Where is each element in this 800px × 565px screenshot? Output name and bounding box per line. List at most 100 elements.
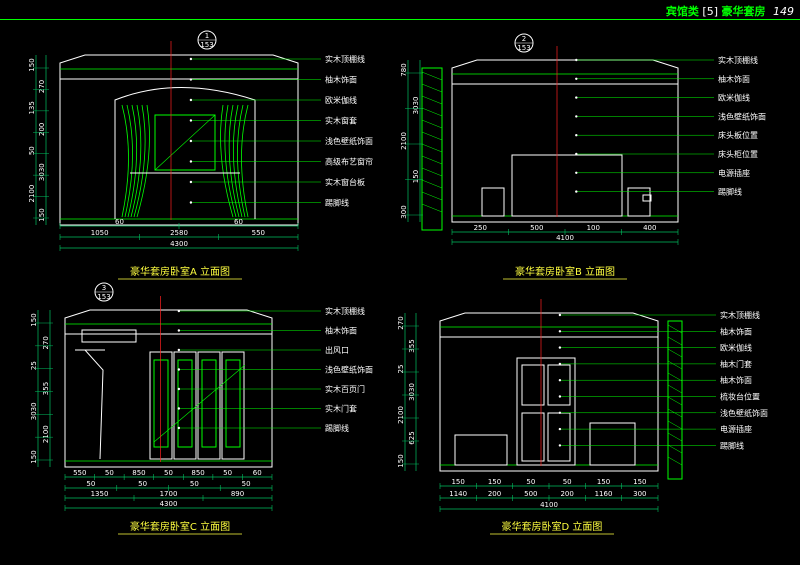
elevation-caption: 豪华套房卧室D 立面图: [502, 520, 603, 533]
note-label: 出风口: [325, 345, 349, 355]
door-panel: [547, 412, 571, 462]
note-label: 电源插座: [720, 424, 752, 434]
column-hatch: [667, 420, 683, 430]
louver-door-leaf: [221, 351, 245, 460]
elevation-c: 3153实木顶棚线柚木饰面出风口浅色壁纸饰面实木百页门实木门套踢脚线150270…: [30, 282, 373, 535]
note-label: 实木顶棚线: [720, 310, 760, 320]
note-label: 实木百页门: [325, 384, 365, 394]
vertical-dim-value: 3030: [38, 163, 46, 181]
note-label: 高级布艺窗帘: [325, 157, 373, 167]
horizontal-dim-value: 50: [86, 480, 95, 488]
column-hatch: [667, 324, 683, 334]
vertical-dim-value: 150: [28, 58, 36, 71]
marker-ref: 153: [200, 41, 213, 49]
vertical-dim-value: 200: [38, 123, 46, 136]
note-label: 欧米伽线: [718, 93, 750, 103]
horizontal-dim-value: 250: [474, 224, 487, 232]
louver-panel: [225, 359, 241, 448]
door-hatch: [153, 364, 246, 443]
note-label: 实木窗台板: [325, 177, 365, 187]
column-hatch: [667, 444, 683, 454]
horizontal-dim-value: 50: [563, 478, 572, 486]
nightstand-left: [481, 187, 505, 217]
door-panel: [521, 412, 545, 462]
horizontal-dim-value: 1140: [449, 490, 467, 498]
vertical-dim-value: 25: [30, 361, 38, 370]
vertical-dim-value: 300: [400, 205, 408, 218]
note-label: 浅色壁纸饰面: [718, 111, 766, 121]
vertical-dim-value: 150: [397, 454, 405, 467]
column-hatch: [421, 191, 443, 201]
elevation-caption: 豪华套房卧室C 立面图: [130, 520, 230, 533]
leader-dot: [189, 139, 193, 143]
note-label: 实木窗套: [325, 116, 357, 126]
vertical-dim-value: 3030: [30, 402, 38, 420]
leader-dot: [558, 362, 562, 366]
leader-dot: [177, 426, 181, 430]
horizontal-dim-value: 500: [524, 490, 537, 498]
horizontal-dim-value: 890: [231, 490, 244, 498]
horizontal-dim-value: 400: [643, 224, 656, 232]
vertical-dim-value: 135: [28, 101, 36, 114]
column-hatch: [667, 396, 683, 406]
elevation-d: 实木顶棚线柚木饰面欧米伽线柚木门套柚木饰面梳妆台位置浅色壁纸饰面电源插座踢脚线2…: [397, 299, 768, 535]
window-arch: [114, 87, 256, 219]
leader-dot: [189, 180, 193, 184]
vertical-dim-value: 3030: [412, 97, 420, 115]
headboard-outline: [511, 154, 623, 217]
horizontal-dim-value: 4100: [556, 234, 574, 242]
curtain-fold-left: [121, 104, 129, 218]
note-label: 浅色壁纸饰面: [325, 136, 373, 146]
horizontal-dim-value: 50: [242, 480, 251, 488]
horizontal-dim-value: 1160: [595, 490, 613, 498]
sheet-category: 宾馆类: [665, 5, 699, 18]
note-label: 欧米伽线: [720, 343, 752, 353]
vertical-dim-value: 780: [400, 63, 408, 76]
curtain-fold-right: [241, 104, 249, 218]
horizontal-dim-value: 500: [530, 224, 543, 232]
horizontal-dim-value: 550: [252, 229, 265, 237]
leader-dot: [177, 329, 181, 332]
note-label: 浅色壁纸饰面: [720, 408, 768, 418]
curtain-fold-left: [130, 104, 142, 218]
note-label: 柚木饰面: [718, 74, 750, 84]
louver-panel: [177, 359, 193, 448]
door-panel: [521, 364, 545, 406]
leader-dot: [177, 309, 181, 313]
note-label: 柚木门套: [720, 359, 752, 369]
sheet-index: [5]: [702, 5, 718, 18]
column-hatch: [421, 107, 443, 117]
vertical-dim-value: 355: [408, 339, 416, 352]
leader-dot: [575, 96, 578, 99]
vertical-dim-value: 270: [397, 316, 405, 329]
curtain-fold-left: [127, 104, 138, 218]
leader-dot: [189, 57, 193, 61]
vertical-dim-value: 2100: [397, 406, 405, 424]
note-label: 柚木饰面: [325, 326, 357, 336]
horizontal-dim-value: 200: [560, 490, 573, 498]
horizontal-dim-value: 50: [526, 478, 535, 486]
leader-dot: [558, 427, 562, 431]
sheet-subtitle: 豪华套房: [721, 5, 766, 18]
wall-outline: [451, 83, 679, 223]
note-label: 床头板位置: [718, 130, 758, 140]
horizontal-dim-value: 850: [191, 469, 204, 477]
leader-dot: [189, 201, 193, 204]
column-hatch: [421, 119, 443, 129]
horizontal-dim-value: 60: [234, 218, 243, 226]
curtain-fold-right: [220, 104, 234, 218]
leader-dot: [177, 348, 181, 352]
note-label: 实木顶棚线: [325, 306, 365, 316]
marker-number: 2: [522, 35, 526, 43]
column-hatch: [667, 360, 683, 370]
column-hatch: [667, 336, 683, 346]
column-hatch: [667, 384, 683, 394]
vertical-dim-value: 270: [42, 336, 50, 349]
louver-panel: [201, 359, 217, 448]
horizontal-dim-value: 1350: [91, 490, 109, 498]
side-column: [667, 320, 683, 480]
curtain-fold-right: [237, 104, 246, 218]
leader-dot: [575, 171, 578, 174]
cabinet-outline: [454, 434, 508, 466]
note-label: 柚木饰面: [720, 326, 752, 336]
